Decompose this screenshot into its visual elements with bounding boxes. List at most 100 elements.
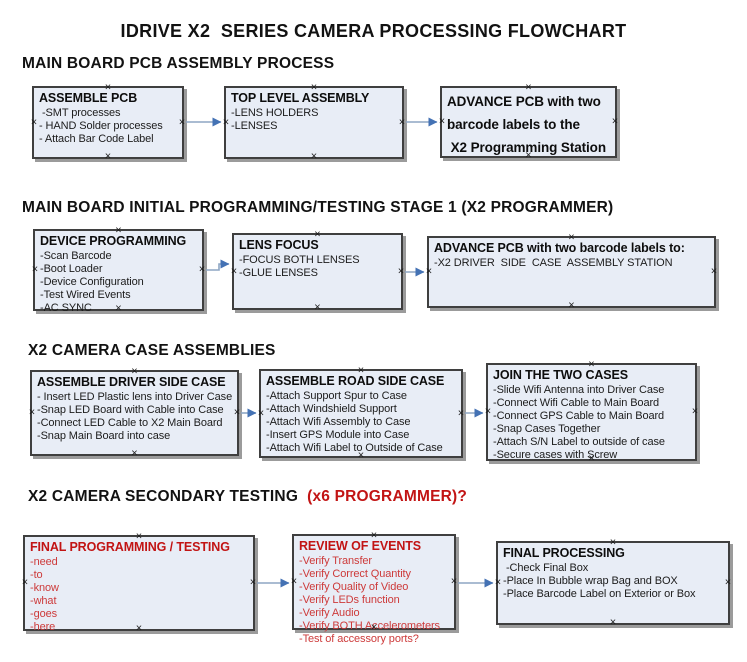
flow-box[interactable]: ××××ADVANCE PCB with two barcode labels … xyxy=(438,82,619,161)
connection-point-icon: × xyxy=(609,616,617,629)
box-title: LENS FOCUS xyxy=(239,238,319,252)
connection-point-icon: × xyxy=(450,575,458,588)
connection-point-icon: × xyxy=(710,265,718,278)
box-item: - Insert LED Plastic lens into Driver Ca… xyxy=(37,391,233,403)
page-title: IDRIVE X2 SERIES CAMERA PROCESSING FLOWC… xyxy=(120,21,627,41)
box-item: -Test of accessory ports? xyxy=(299,633,419,645)
connection-point-icon: × xyxy=(222,116,230,128)
section-heading: X2 CAMERA SECONDARY TESTING (x6 PROGRAMM… xyxy=(28,488,467,506)
connection-point-icon: × xyxy=(31,263,39,276)
box-item: -Snap Main Board into case xyxy=(37,430,171,442)
box-item: -Scan Barcode xyxy=(40,250,112,262)
box-item: -AC SYNC xyxy=(40,302,92,314)
box-item: -know xyxy=(30,582,59,594)
box-item: -what xyxy=(30,595,57,607)
connection-point-icon: × xyxy=(233,406,241,419)
flow-box[interactable]: ××××LENS FOCUS-FOCUS BOTH LENSES-GLUE LE… xyxy=(230,229,404,314)
flow-box[interactable]: ××××ASSEMBLE DRIVER SIDE CASE- Insert LE… xyxy=(28,366,241,460)
flow-arrow xyxy=(206,259,230,271)
connection-point-icon: × xyxy=(611,115,619,128)
box-item: -Attach Wifi Label to Outside of Case xyxy=(266,442,443,454)
connection-point-icon: × xyxy=(30,116,38,128)
box-item: -Snap Cases Together xyxy=(493,423,601,435)
connection-point-icon: × xyxy=(257,407,265,419)
box-item: -Verify Correct Quantity xyxy=(299,568,411,580)
box-item: -here xyxy=(30,621,56,633)
connection-point-icon: × xyxy=(230,265,238,277)
connection-point-icon: × xyxy=(724,576,732,589)
box-item: -GLUE LENSES xyxy=(239,267,318,279)
box-item: -Secure cases with Screw xyxy=(493,449,618,461)
box-item: -need xyxy=(30,556,58,568)
box-item: -FOCUS BOTH LENSES xyxy=(239,254,360,266)
flow-box[interactable]: ××××ADVANCE PCB with two barcode labels … xyxy=(425,232,718,311)
box-title: FINAL PROCESSING xyxy=(503,546,625,560)
box-item: -Attach Windshield Support xyxy=(266,403,397,415)
box-title: ASSEMBLE DRIVER SIDE CASE xyxy=(37,375,226,389)
connection-point-icon: × xyxy=(425,265,433,278)
connection-point-icon: × xyxy=(691,405,699,418)
box-item: -Slide Wifi Antenna into Driver Case xyxy=(493,384,665,396)
section-heading-text: MAIN BOARD PCB ASSEMBLY PROCESS xyxy=(22,55,335,72)
box-title: DEVICE PROGRAMMING xyxy=(40,234,187,248)
box-item: -Test Wired Events xyxy=(40,289,131,301)
box-item: -Snap LED Board with Cable into Case xyxy=(37,404,224,416)
section-heading: MAIN BOARD INITIAL PROGRAMMING/TESTING S… xyxy=(22,199,613,217)
box-item: -Attach Support Spur to Case xyxy=(266,390,407,402)
flow-box[interactable]: ××××ASSEMBLE ROAD SIDE CASE-Attach Suppo… xyxy=(257,365,465,461)
section-heading-text: MAIN BOARD INITIAL PROGRAMMING/TESTING S… xyxy=(22,199,614,216)
connection-point-icon: × xyxy=(494,576,502,589)
box-item: - HAND Solder processes xyxy=(39,120,163,132)
box-title: FINAL PROGRAMMING / TESTING xyxy=(30,540,230,554)
section-heading: MAIN BOARD PCB ASSEMBLY PROCESS xyxy=(22,55,334,73)
connection-point-icon: × xyxy=(131,447,138,460)
connection-point-icon: × xyxy=(314,301,321,314)
flow-box[interactable]: ××××JOIN THE TWO CASES-Slide Wifi Antenn… xyxy=(485,359,699,464)
box-item: -Check Final Box xyxy=(503,562,589,574)
box-item: -Verify BOTH Accelerometers xyxy=(299,620,440,632)
box-item: -Verify LEDs function xyxy=(299,594,400,606)
box-item: -LENS HOLDERS xyxy=(231,107,319,119)
section-heading-text: X2 CAMERA CASE ASSEMBLIES xyxy=(28,342,276,359)
box-item: -Connect LED Cable to X2 Main Board xyxy=(37,417,223,429)
box-item: -goes xyxy=(30,608,58,620)
box-item: -Place Barcode Label on Exterior or Box xyxy=(503,588,696,600)
box-item: -Connect Wifi Cable to Main Board xyxy=(493,397,660,409)
connection-point-icon: × xyxy=(28,406,36,419)
section-heading: X2 CAMERA CASE ASSEMBLIES xyxy=(28,342,276,360)
box-title: ASSEMBLE PCB xyxy=(39,91,138,105)
flow-box[interactable]: ××××DEVICE PROGRAMMING-Scan Barcode-Boot… xyxy=(31,225,206,314)
section-heading-accent: (x6 PROGRAMMER)? xyxy=(298,488,468,505)
box-item: -Boot Loader xyxy=(40,263,103,275)
connection-point-icon: × xyxy=(178,116,186,128)
connection-point-icon: × xyxy=(310,150,318,163)
box-item: -Attach Wifi Assembly to Case xyxy=(266,416,411,428)
connection-point-icon: × xyxy=(198,263,206,276)
connection-point-icon: × xyxy=(104,150,112,163)
box-item: - Attach Bar Code Label xyxy=(39,133,154,145)
flow-box[interactable]: ××××TOP LEVEL ASSEMBLY-LENS HOLDERS-LENS… xyxy=(222,82,406,163)
box-item: -LENSES xyxy=(231,120,278,132)
box-title: REVIEW OF EVENTS xyxy=(299,539,422,553)
flow-box[interactable]: ××××FINAL PROGRAMMING / TESTING-need-to-… xyxy=(21,531,257,634)
flow-box[interactable]: ××××FINAL PROCESSING -Check Final Box-Pl… xyxy=(494,537,732,629)
connection-point-icon: × xyxy=(457,407,465,419)
box-item: -Attach S/N Label to outside of case xyxy=(493,436,665,448)
connection-point-icon: × xyxy=(249,576,257,589)
box-item: -Verify Quality of Video xyxy=(299,581,409,593)
box-title: JOIN THE TWO CASES xyxy=(493,368,629,382)
box-title: ADVANCE PCB with two barcode labels to: xyxy=(434,241,685,255)
box-item: -SMT processes xyxy=(39,107,121,119)
box-item: -X2 DRIVER SIDE CASE ASSEMBLY STATION xyxy=(434,257,673,269)
flow-box[interactable]: ××××REVIEW OF EVENTS-Verify Transfer-Ver… xyxy=(290,530,458,645)
box-item: -Device Configuration xyxy=(40,276,144,288)
connection-point-icon: × xyxy=(21,576,29,589)
box-item: -Verify Audio xyxy=(299,607,360,619)
connection-point-icon: × xyxy=(438,115,446,128)
box-item: -Verify Transfer xyxy=(299,555,372,567)
connection-point-icon: × xyxy=(398,116,406,128)
connection-point-icon: × xyxy=(290,575,298,588)
box-title: ADVANCE PCB with two barcode labels to t… xyxy=(447,94,606,155)
flow-box[interactable]: ××××ASSEMBLE PCB -SMT processes- HAND So… xyxy=(30,82,186,163)
